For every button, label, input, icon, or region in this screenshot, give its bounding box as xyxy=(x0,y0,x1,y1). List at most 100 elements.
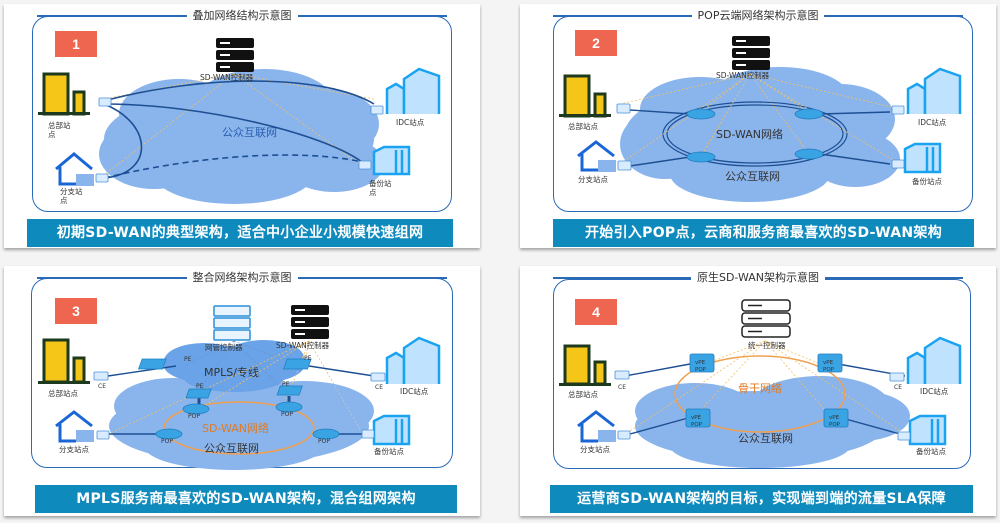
access-links xyxy=(629,109,891,167)
vpe-router-icons xyxy=(685,353,849,428)
idc-building-icon xyxy=(385,336,441,384)
mpls-cloud xyxy=(164,340,304,392)
panel-3: 整合网络架构示意图 3 MPLS/专线 SD-WAN网络 公众互联网 xyxy=(4,266,480,516)
hq-label: 总部站点 xyxy=(568,121,598,131)
branch-house-icon xyxy=(55,410,94,443)
branch-label: 分支站 xyxy=(60,186,83,196)
branch-label: 分支站点 xyxy=(578,174,608,184)
cpe-device-icon xyxy=(617,160,632,171)
nms-controller-label: 网管控制器 xyxy=(205,342,243,352)
ce-device-icon xyxy=(614,370,630,380)
pop-router-icons xyxy=(155,401,340,440)
idc-label: IDC站点 xyxy=(400,386,429,396)
backbone-ring xyxy=(674,355,846,433)
pop-label: POP xyxy=(318,438,330,445)
cloud-label: 公众互联网 xyxy=(204,442,259,455)
controller-server-icon xyxy=(732,36,770,70)
controller-label: SD-WAN控制器 xyxy=(276,340,330,350)
sdwan-network-label: SD-WAN网络 xyxy=(716,127,783,141)
idc-label: IDC站点 xyxy=(396,117,425,127)
cpe-device-icon xyxy=(617,430,631,440)
panel-title-text: 叠加网络结构示意图 xyxy=(186,9,298,22)
pop-label: POP xyxy=(691,422,703,428)
backup-label: 备份站点 xyxy=(912,176,942,186)
ce-label: CE xyxy=(894,384,902,391)
tunnels xyxy=(103,80,375,179)
vpe-labels: vPE POP vPE POP vPE POP vPE POP xyxy=(691,360,841,428)
idc-label: IDC站点 xyxy=(920,386,949,396)
branch-house-icon xyxy=(55,152,94,186)
pe-router-icons xyxy=(137,358,312,399)
nms-links xyxy=(183,340,300,392)
pop-label: POP xyxy=(188,413,200,420)
panel-number-badge: 2 xyxy=(575,30,617,56)
backup-label: 备份站点 xyxy=(916,446,946,456)
cpe-device-icon xyxy=(616,103,631,114)
hq-label-2: 点 xyxy=(48,130,56,139)
pe-label: PE xyxy=(184,356,192,363)
internet-cloud xyxy=(109,378,374,470)
controller-server-icon xyxy=(291,305,329,339)
cpe-device-icon xyxy=(897,431,911,441)
ce-label: CE xyxy=(98,383,106,390)
sdwan-network-label: SD-WAN网络 xyxy=(202,421,269,435)
pop-label: POP xyxy=(161,438,173,445)
pe-labels: PE PE PE PE xyxy=(184,355,312,390)
panel-2: POP云端网络架构示意图 2 SD-WAN网络 公众互联网 xyxy=(520,4,996,248)
cpe-device-icon xyxy=(358,160,372,170)
pe-label: PE xyxy=(196,383,204,390)
hq-building-icon xyxy=(559,74,611,118)
ce-label: CE xyxy=(618,384,626,391)
ce-device-icon xyxy=(93,371,109,381)
cloud-label: 公众互联网 xyxy=(725,170,780,183)
controller-server-icon xyxy=(741,299,791,338)
panel-title: POP云端网络架构示意图 xyxy=(520,7,996,23)
pop-label: POP xyxy=(281,411,293,418)
hq-label: 总部站点 xyxy=(568,389,598,399)
ce-label: CE xyxy=(375,384,383,391)
cpe-device-icon xyxy=(95,173,109,183)
panel-number-badge: 1 xyxy=(55,31,97,57)
cpe-device-icon xyxy=(891,105,905,115)
panel-number-badge: 4 xyxy=(575,299,617,325)
diagram-1: 公众互联网 SD-WAN控制器 总 xyxy=(38,38,441,205)
control-links xyxy=(619,73,901,165)
panel-title: 叠加网络结构示意图 xyxy=(4,7,480,23)
backup-label-2: 点 xyxy=(369,188,377,197)
backup-building-icon xyxy=(908,414,947,446)
controller-server-icon xyxy=(216,38,254,72)
idc-building-icon xyxy=(906,336,962,384)
hq-label: 总部站 xyxy=(48,120,71,130)
pe-label: PE xyxy=(304,355,312,362)
cloud-label: 公众互联网 xyxy=(738,432,793,445)
branch-label-2: 点 xyxy=(60,196,68,205)
diagram-3: MPLS/专线 SD-WAN网络 公众互联网 PE xyxy=(38,305,441,470)
idc-label: IDC站点 xyxy=(918,117,947,127)
diagram-4: 骨干网络 公众互联网 vPE POP vPE POP vPE POP xyxy=(559,299,962,468)
cpe-device-icon xyxy=(98,97,112,107)
panel-banner: 开始引入POP点，云商和服务商最喜欢的SD-WAN架构 xyxy=(553,219,974,247)
pop-label: POP xyxy=(829,422,841,428)
panel-title-text: POP云端网络架构示意图 xyxy=(691,9,825,22)
pop-label: POP xyxy=(695,367,707,373)
panel-title-text: 原生SD-WAN架构示意图 xyxy=(690,271,825,284)
vpe-label: vPE xyxy=(695,360,706,366)
branch-house-icon xyxy=(577,140,616,172)
panel-banner: 运营商SD-WAN架构的目标，实现端到端的流量SLA保障 xyxy=(550,485,973,513)
idc-building-icon xyxy=(906,67,962,114)
idc-building-icon xyxy=(385,67,441,114)
panel-1: 叠加网络结构示意图 1 公众互联网 xyxy=(4,4,480,248)
pe-label: PE xyxy=(282,381,290,388)
ce-device-icon xyxy=(370,372,386,382)
access-links xyxy=(624,363,906,435)
panel-4: 原生SD-WAN架构示意图 4 骨干网络 公众互联网 xyxy=(520,266,996,516)
hq-building-icon xyxy=(38,72,90,116)
controller-label: SD-WAN控制器 xyxy=(716,70,770,80)
control-links xyxy=(629,340,901,432)
pop-label: POP xyxy=(823,367,835,373)
pop-labels: POP POP POP POP xyxy=(161,411,330,445)
hq-label: 总部站点 xyxy=(48,388,78,398)
sdwan-ring xyxy=(163,401,315,455)
backup-building-icon xyxy=(372,145,411,176)
backbone-label: 骨干网络 xyxy=(738,381,782,395)
